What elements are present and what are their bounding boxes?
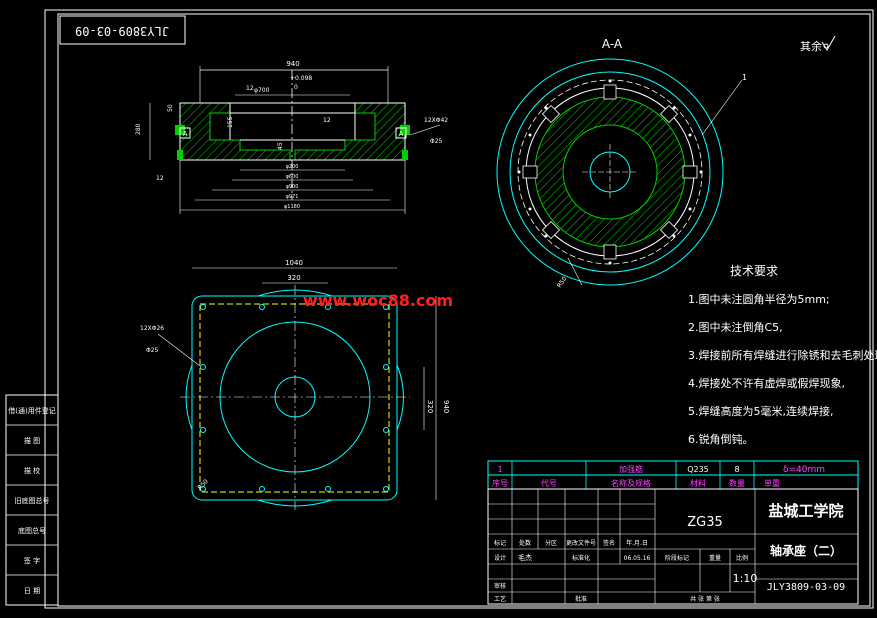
tech-title: 技术要求 (730, 264, 778, 278)
std-label: 标准化 (572, 554, 590, 562)
process-label: 工艺 (494, 595, 506, 603)
ribs (522, 84, 698, 260)
hole-depth: Φ25 (430, 138, 443, 145)
dim-phi1: φ200 (286, 164, 299, 170)
side-row-4: 旧底图总号 (15, 496, 50, 505)
dim-940-side: 940 (442, 400, 450, 413)
mirror-number: JLY3809-03-09 (75, 24, 169, 38)
tech-item-1: 1.图中未注圆角半径为5mm; (688, 292, 830, 306)
dim-320-side: 320 (426, 400, 434, 413)
roughness-note: 其余 (800, 35, 836, 53)
dim-50: 50 (167, 104, 174, 112)
hdr-seq: 序号 (492, 478, 508, 488)
leader-1: 1 (742, 73, 747, 82)
material-big: ZG35 (687, 515, 723, 530)
dim-tol-upper: +0.098 (290, 75, 312, 82)
hole-callout: 12XΦ42 (424, 117, 448, 124)
top-section-view: 940 +0.098 φ700 0 12 12 12 280 50 155 45… (135, 60, 448, 214)
hdr-name: 名称及规格 (611, 478, 651, 488)
dim-tol-lower: 0 (294, 84, 298, 91)
sheets-label: 共 张 第 张 (690, 595, 720, 603)
tech-item-6: 6.锐角倒钝。 (688, 432, 754, 446)
side-row-5: 底图总号 (18, 526, 46, 535)
side-row-1: 借(通)用件登记 (8, 406, 55, 415)
rev-label-4: 更改文件号 (566, 539, 596, 547)
rev-label-5: 签名 (603, 539, 615, 547)
hdr-unit: 单重 (764, 478, 780, 488)
approve-label: 批准 (575, 595, 587, 603)
dim-phi4: φ971 (286, 194, 299, 200)
side-row-6: 签 字 (24, 556, 40, 565)
side-row-2: 描 图 (24, 436, 40, 445)
rev-label-1: 标记 (494, 539, 506, 547)
dim-12-a: 12 (246, 85, 254, 92)
plan-hole-callout-2: Φ25 (146, 347, 159, 354)
title-block: 1 加强筋 Q235 8 δ=40mm 序号 代号 名称及规格 材料 数量 单重 (487, 460, 859, 605)
inner-frame (57, 13, 871, 607)
tech-item-4: 4.焊接处不许有虚焊或假焊现象, (688, 376, 845, 390)
outer-frame (44, 9, 874, 609)
watermark: www.woc88.com (303, 291, 453, 310)
part-note: δ=40mm (783, 465, 825, 475)
bolt-holes (517, 79, 703, 265)
review-label: 审核 (494, 582, 506, 590)
design-label: 设计 (494, 554, 506, 562)
dim-12-b: 12 (323, 117, 331, 124)
dim-320-top: 320 (287, 274, 300, 282)
part-title: 轴承座（二） (770, 543, 842, 558)
dim-1040: 1040 (285, 259, 303, 267)
mirror-number-box: JLY3809-03-09 (59, 15, 186, 45)
designer-name: 毛杰 (518, 553, 532, 562)
stage-label: 阶段标记 (665, 554, 689, 562)
part-seq: 1 (497, 465, 502, 474)
rev-label-2: 处数 (519, 539, 531, 547)
section-marker-right: A (399, 130, 404, 138)
weight-label: 重量 (709, 554, 721, 562)
ratio-label: 比例 (736, 554, 748, 562)
design-date: 06.05.16 (624, 555, 651, 562)
dim-phi2: φ600 (286, 174, 299, 180)
rev-label-6: 年.月.日 (626, 539, 648, 547)
tech-item-3: 3.焊接前所有焊缝进行除锈和去毛刺处理, (688, 348, 877, 362)
section-aa-view: A-A 1 R50 (496, 37, 747, 289)
dim-280: 280 (135, 123, 142, 135)
dim-phi5: φ1180 (284, 204, 300, 210)
side-row-3: 描 校 (24, 466, 40, 475)
rev-label-3: 分区 (545, 539, 557, 547)
part-qty: 8 (734, 465, 739, 474)
side-row-7: 日 期 (24, 587, 40, 595)
dim-bore: φ700 (254, 87, 270, 94)
plan-hole-callout: 12XΦ26 (140, 325, 164, 332)
dim-45: 45 (277, 142, 284, 150)
tech-item-5: 5.焊缝高度为5毫米,连续焊接, (688, 404, 834, 418)
tech-item-2: 2.图中未注倒角C5, (688, 320, 783, 334)
section-marker-left: A (183, 130, 188, 138)
part-name: 加强筋 (619, 464, 643, 474)
section-aa-title: A-A (602, 37, 623, 51)
tech-requirements: 技术要求 1.图中未注圆角半径为5mm; 2.图中未注倒角C5, 3.焊接前所有… (688, 264, 877, 446)
part-material: Q235 (687, 465, 709, 474)
school-name: 盐城工学院 (768, 502, 843, 520)
dim-155: 155 (227, 116, 234, 128)
roughness-check-icon (821, 35, 836, 51)
drawing-code: JLY3809-03-09 (767, 582, 845, 593)
dim-12-c: 12 (156, 175, 164, 182)
hdr-code: 代号 (541, 478, 557, 488)
roughness-label: 其余 (800, 39, 822, 53)
plan-holes (200, 304, 389, 492)
dim-phi3: φ900 (286, 184, 299, 190)
hdr-qty: 数量 (729, 478, 745, 488)
scale-value: 1:10 (733, 572, 758, 585)
side-table: 借(通)用件登记 描 图 描 校 旧底图总号 底图总号 签 字 日 期 (5, 394, 59, 606)
diameter-stack (179, 160, 406, 214)
hdr-material: 材料 (690, 478, 706, 488)
dim-940: 940 (286, 60, 299, 68)
